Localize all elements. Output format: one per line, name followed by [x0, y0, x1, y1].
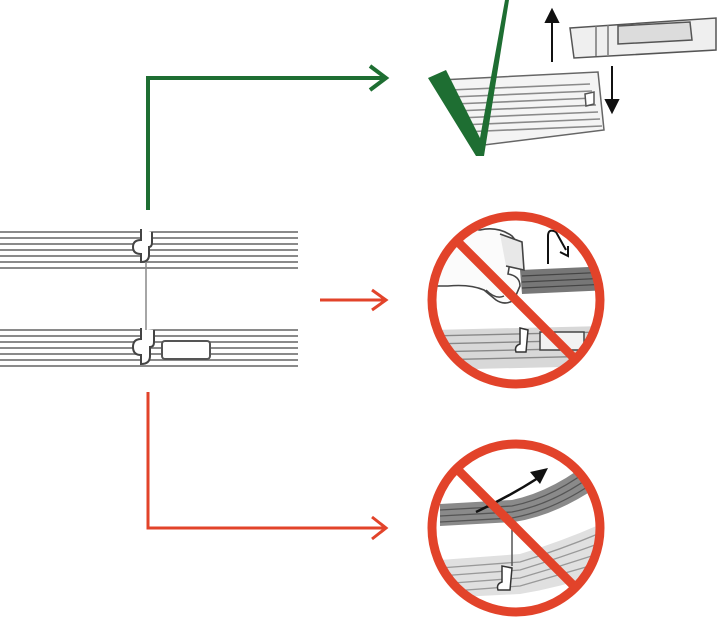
up-arrow-icon	[544, 7, 560, 62]
tapping-block	[161, 340, 211, 360]
curved-arrow-icon	[475, 468, 548, 514]
arrow-to-wrong-bend	[146, 392, 389, 541]
rotate-arrow-icon	[547, 229, 569, 264]
lower-plank-joint	[131, 328, 155, 366]
down-arrow-icon	[604, 66, 620, 115]
wrong-bend-panel	[427, 439, 605, 617]
upper-plank-joint	[131, 229, 153, 264]
plank-pair	[0, 229, 298, 367]
arrow-to-wrong-lift	[320, 288, 389, 312]
correct-install-panel	[428, 0, 717, 156]
check-mark-icon	[428, 0, 509, 156]
wrong-lift-panel	[427, 211, 605, 389]
wrong-bend-scene	[439, 446, 600, 598]
arrow-to-correct	[146, 64, 390, 210]
correct-upper-plank	[569, 17, 717, 59]
prohibited-icon	[427, 211, 605, 389]
prohibited-icon	[427, 439, 605, 617]
